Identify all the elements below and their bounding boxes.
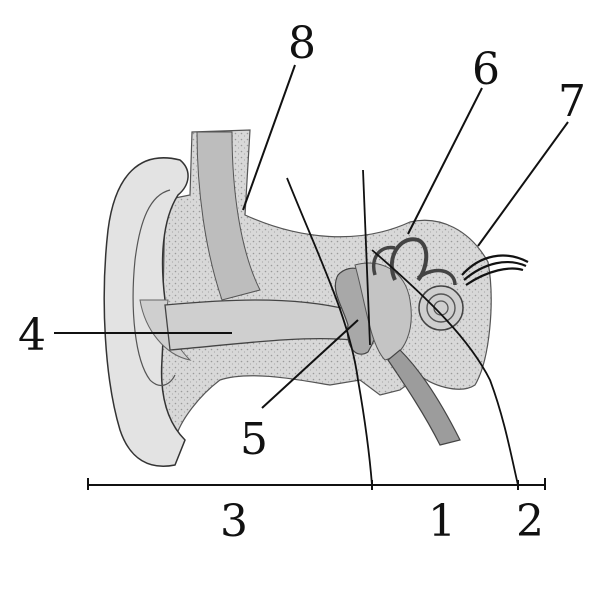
label-1: 1 [428,496,456,547]
label-8: 8 [288,18,316,69]
vertical-canal [196,131,261,301]
label-4: 4 [18,310,46,361]
eustachian-tube [387,349,461,446]
semicircular-canals-shape [389,237,429,282]
leader-5 [261,319,359,409]
label-2: 2 [516,496,544,547]
label-5: 5 [240,414,268,465]
auricle-fold [132,189,176,387]
boundary-middle-inner [362,169,371,346]
boundary-outer-middle [286,177,373,486]
boundary-inner [371,249,519,486]
leader-7 [477,121,569,247]
cochlea [418,285,464,331]
leader-6 [407,87,483,235]
label-6: 6 [472,44,500,95]
leader-8 [242,64,296,211]
label-3: 3 [220,496,248,547]
auditory-nerve [461,254,529,276]
label-7: 7 [558,76,586,127]
